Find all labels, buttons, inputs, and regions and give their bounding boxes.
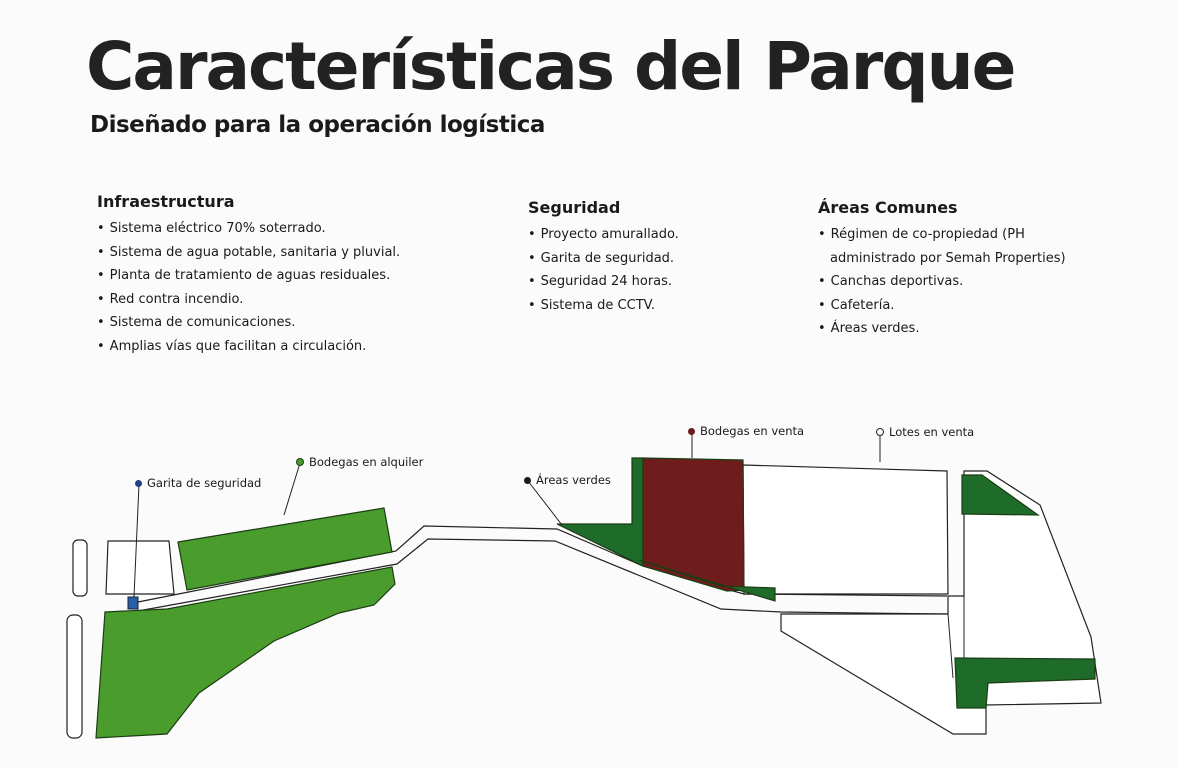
list-item: •Sistema de agua potable, sanitaria y pl…: [97, 244, 401, 260]
area-verde: [961, 474, 1040, 516]
section-seguridad: Seguridad •Proyecto amurallado. •Garita …: [528, 198, 679, 317]
road-edge: [947, 613, 954, 679]
list-item: •Sistema eléctrico 70% soterrado.: [97, 221, 326, 236]
list-item: •Áreas verdes.: [818, 321, 920, 336]
section-heading: Seguridad: [528, 198, 621, 217]
bodegas-en-venta: [642, 457, 745, 592]
dot-icon: [688, 427, 695, 435]
list-item: •Red contra incendio.: [97, 291, 244, 307]
white-lot: [105, 540, 175, 595]
list-item: administrado por Semah Properties): [830, 250, 1066, 266]
area-verde: [954, 657, 1096, 709]
legend-bodegas-venta: Bodegas en venta: [688, 424, 804, 438]
section-heading: Infraestructura: [97, 192, 235, 211]
list-item: •Amplias vías que facilitan a circulació…: [97, 338, 367, 354]
dot-icon: [296, 458, 304, 466]
section-heading: Áreas Comunes: [818, 198, 958, 217]
list-item: •Canchas deportivas.: [818, 274, 964, 289]
garita-seguridad: [127, 596, 139, 610]
dot-icon: [876, 428, 884, 436]
bodegas-alquiler-north: [177, 507, 393, 591]
area-verde: [556, 457, 644, 567]
section-areas-comunes: Áreas Comunes •Régimen de co-propiedad (…: [818, 198, 1066, 341]
road-island: [72, 539, 88, 597]
list-item: •Sistema de CCTV.: [528, 297, 655, 313]
list-item: •Sistema de comunicaciones.: [97, 315, 296, 330]
road-island: [66, 614, 83, 739]
legend-lotes-venta: Lotes en venta: [876, 425, 974, 439]
lotes-en-venta-block: [742, 464, 949, 595]
list-item: •Proyecto amurallado.: [528, 227, 679, 242]
list-item: •Seguridad 24 horas.: [528, 274, 673, 289]
dot-icon: [135, 479, 142, 487]
section-infraestructura: Infraestructura •Sistema eléctrico 70% s…: [97, 192, 400, 358]
legend-garita: Garita de seguridad: [135, 476, 261, 490]
bodegas-alquiler-south: [95, 566, 396, 739]
area-verde: [638, 559, 776, 602]
page-subtitle: Diseñado para la operación logística: [90, 112, 545, 138]
dot-icon: [524, 476, 531, 484]
list-item: •Planta de tratamiento de aguas residual…: [97, 268, 391, 283]
road-edge-bottom: [137, 538, 949, 615]
legend-bodegas-alquiler: Bodegas en alquiler: [296, 455, 423, 469]
page-title: Características del Parque: [86, 28, 1016, 105]
list-item: •Cafetería.: [818, 297, 895, 313]
list-item: •Régimen de co-propiedad (PH: [818, 227, 1025, 242]
list-item: •Garita de seguridad.: [528, 250, 675, 266]
legend-areas-verdes: Áreas verdes: [524, 473, 611, 487]
